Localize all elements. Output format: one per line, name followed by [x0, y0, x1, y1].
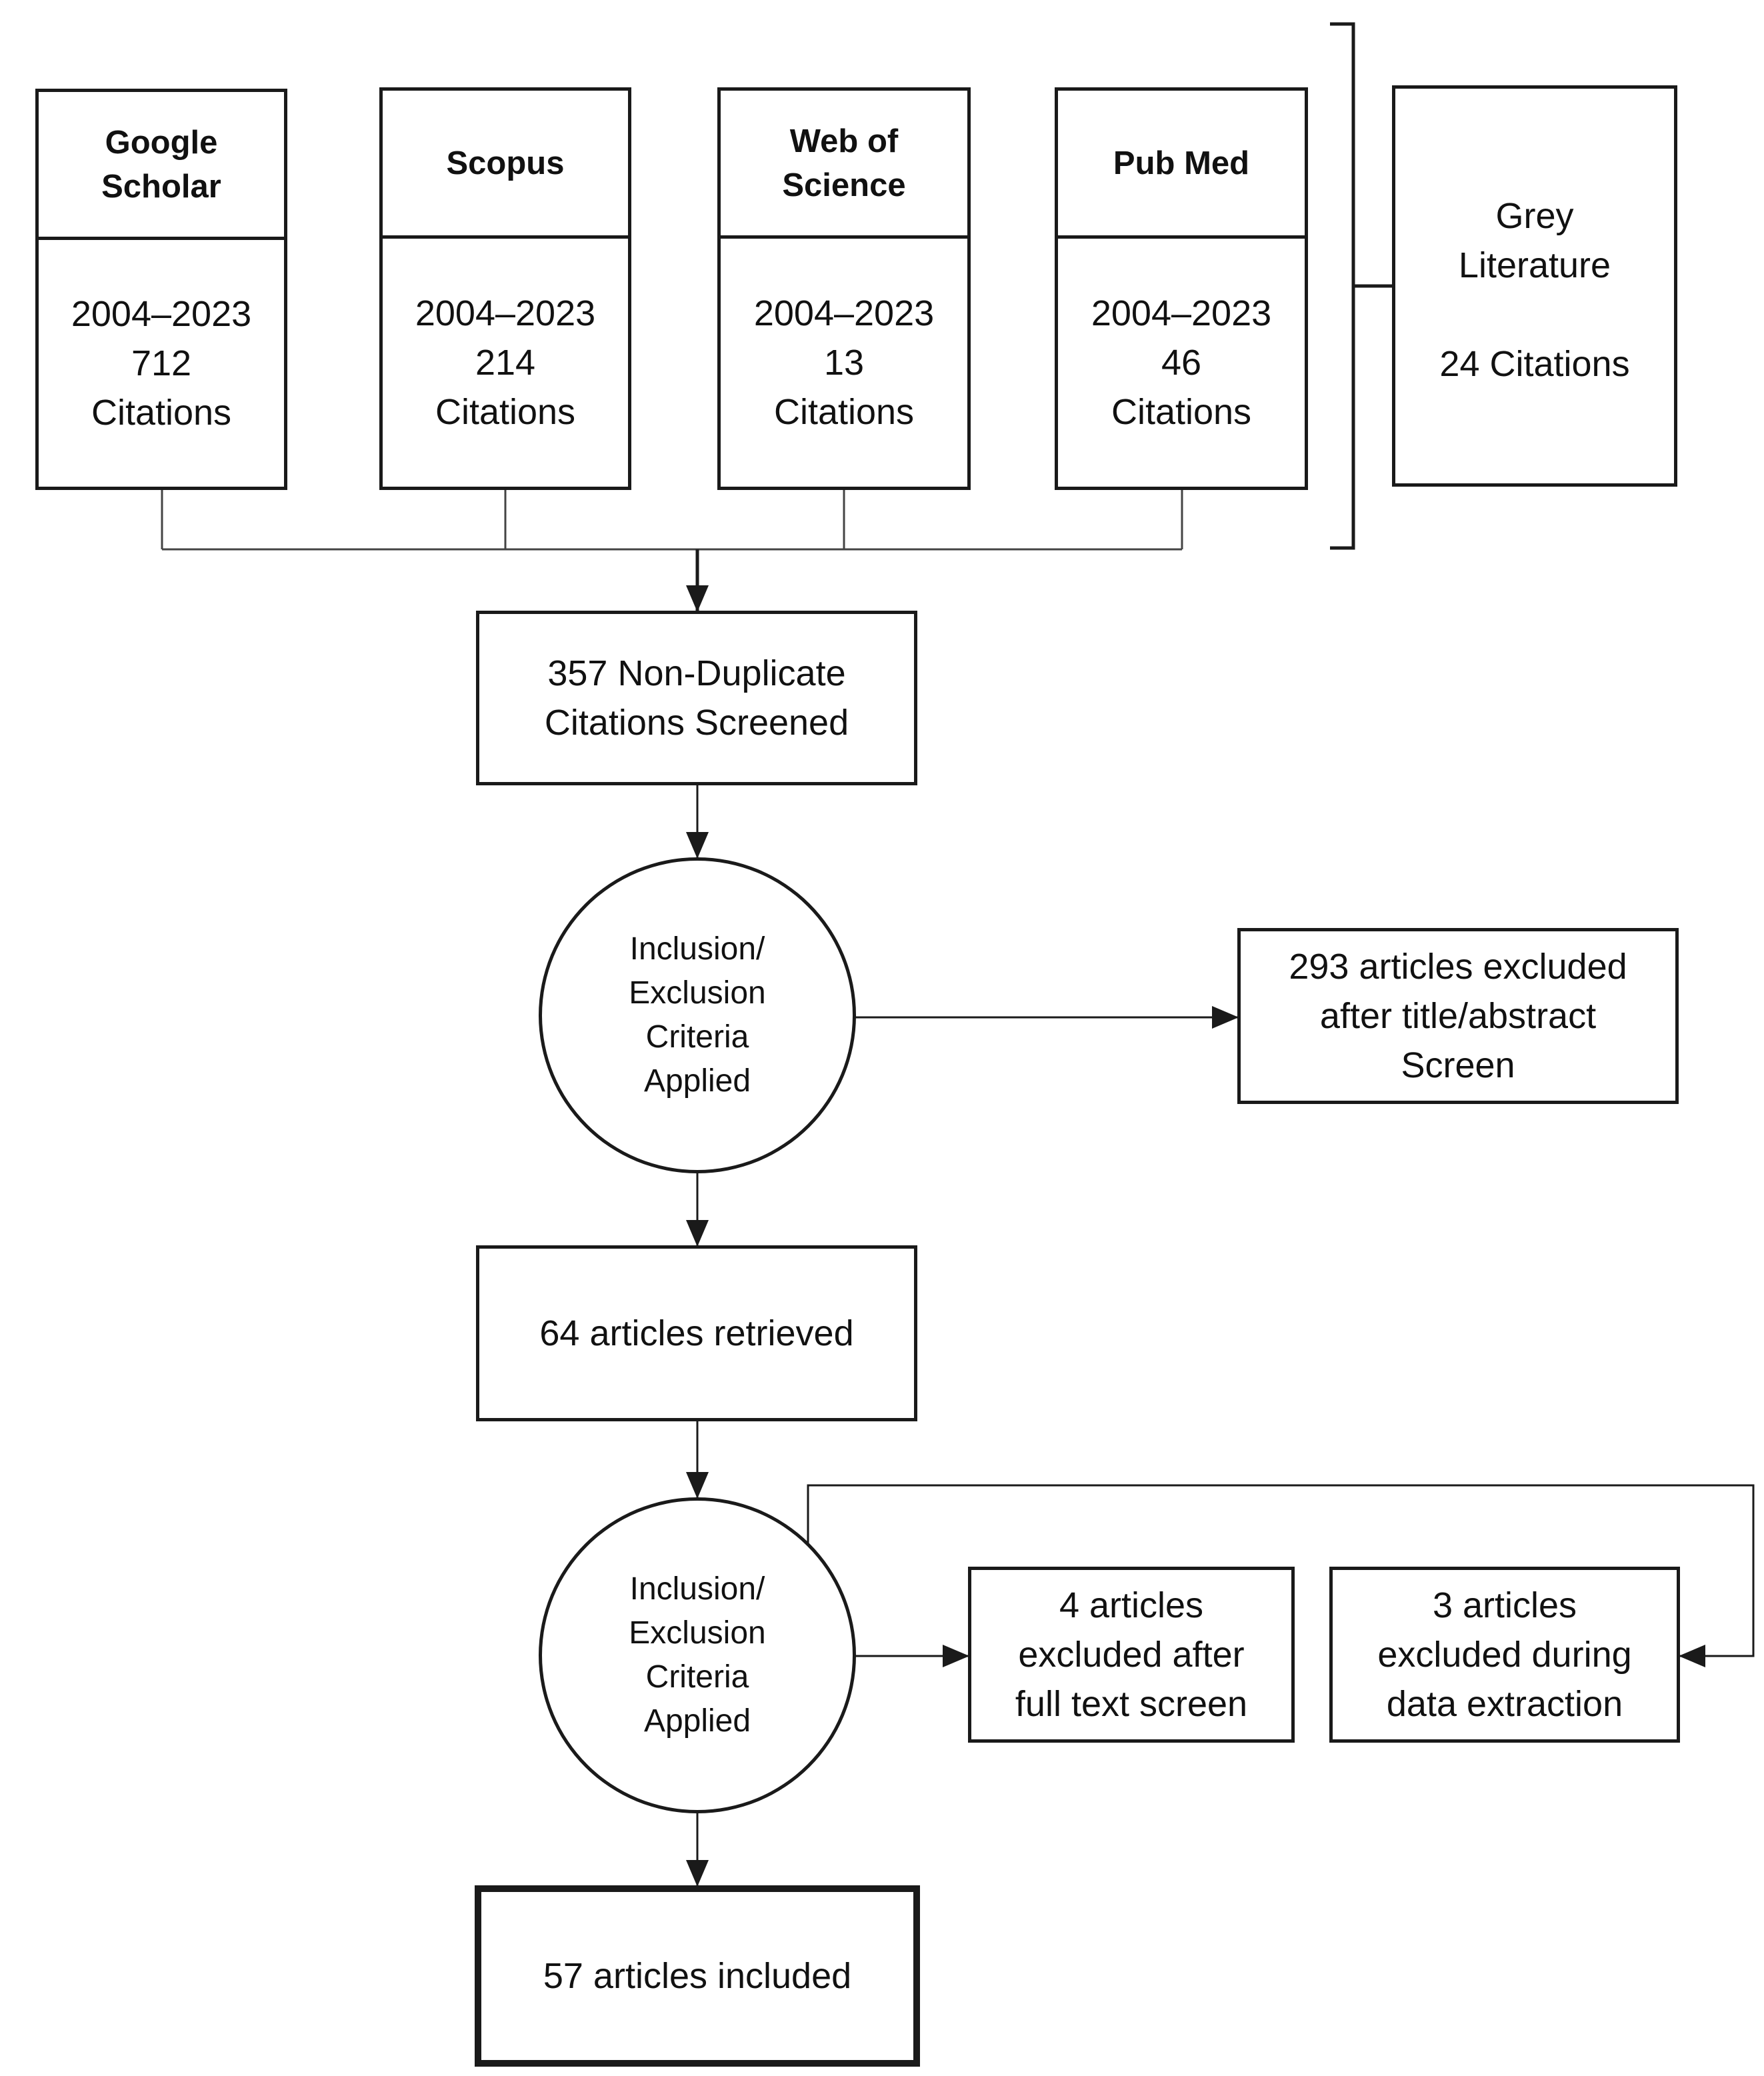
criteria-circle-1: Inclusion/ Exclusion Criteria Applied — [539, 857, 856, 1173]
criteria-to-excluded-extraction-arrow — [807, 1484, 1755, 1667]
source-details: 2004–2023 712 Citations — [39, 240, 284, 487]
source-unit: Citations — [435, 392, 576, 432]
source-name: Pub Med — [1058, 91, 1305, 239]
source-years: 2004–2023 — [753, 293, 935, 333]
source-box-scopus: Scopus 2004–2023 214 Citations — [379, 87, 631, 490]
retrieved-box: 64 articles retrieved — [476, 1245, 917, 1421]
excluded-data-extraction-box: 3 articles excluded during data extracti… — [1329, 1567, 1680, 1743]
source-box-google-scholar: Google Scholar 2004–2023 712 Citations — [35, 89, 287, 490]
source-details: 2004–2023 13 Citations — [721, 239, 967, 487]
source-years: 2004–2023 — [71, 294, 252, 334]
excluded-title-abstract-box: 293 articles excluded after title/abstra… — [1237, 928, 1679, 1104]
criteria-circle-2: Inclusion/ Exclusion Criteria Applied — [539, 1497, 856, 1813]
grey-literature-bracket — [1330, 22, 1392, 550]
included-box: 57 articles included — [475, 1885, 920, 2067]
source-unit: Citations — [91, 393, 232, 433]
source-years: 2004–2023 — [415, 293, 596, 333]
source-unit: Citations — [1111, 392, 1252, 432]
screened-box: 357 Non-Duplicate Citations Screened — [476, 611, 917, 785]
source-count: 13 — [823, 343, 865, 383]
source-name: Google Scholar — [39, 92, 284, 240]
excluded-full-text-box: 4 articles excluded after full text scre… — [968, 1567, 1295, 1743]
source-details: 2004–2023 214 Citations — [383, 239, 628, 487]
source-count: 214 — [475, 343, 536, 383]
source-details: 2004–2023 46 Citations — [1058, 239, 1305, 487]
grey-literature-box: Grey Literature 24 Citations — [1392, 85, 1677, 487]
source-box-web-of-science: Web of Science 2004–2023 13 Citations — [717, 87, 971, 490]
source-name: Web of Science — [721, 91, 967, 239]
source-name: Scopus — [383, 91, 628, 239]
source-count: 712 — [131, 343, 192, 383]
source-unit: Citations — [773, 392, 915, 432]
source-box-pubmed: Pub Med 2004–2023 46 Citations — [1055, 87, 1308, 490]
source-count: 46 — [1161, 343, 1202, 383]
source-years: 2004–2023 — [1091, 293, 1272, 333]
